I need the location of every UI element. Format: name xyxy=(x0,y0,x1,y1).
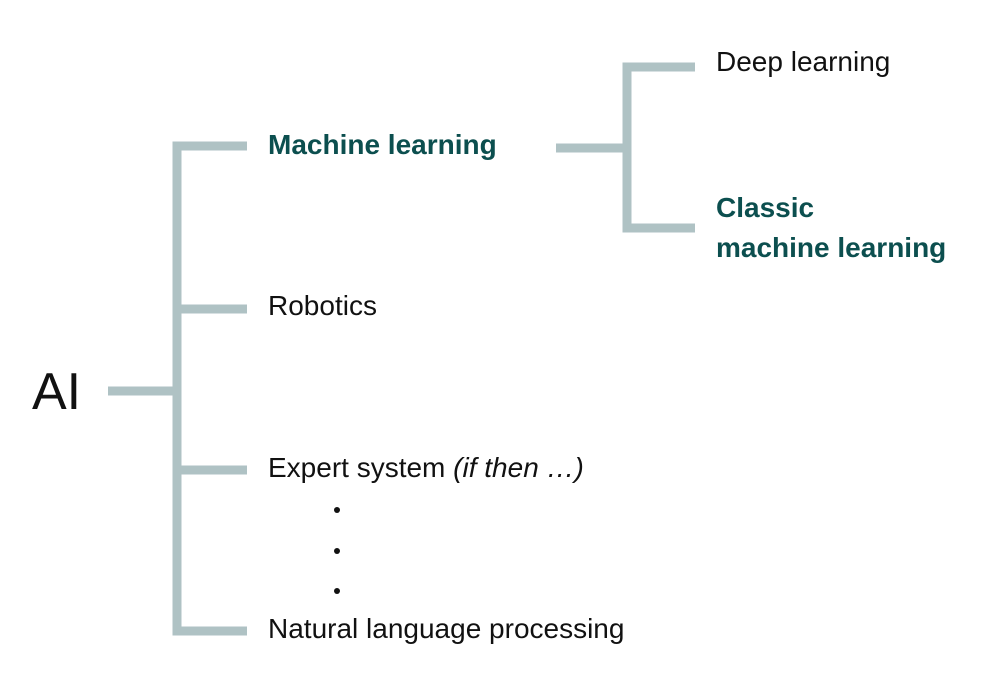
expert-system-note: (if then …) xyxy=(453,452,584,483)
expert-system-label: Expert system xyxy=(268,452,454,483)
root-node-ai: AI xyxy=(32,363,82,421)
ellipsis-dot xyxy=(334,548,340,554)
ellipsis-dot xyxy=(334,588,340,594)
node-expert-system: Expert system (if then …) xyxy=(268,451,584,485)
node-robotics: Robotics xyxy=(268,290,377,321)
node-classic-ml-line1: Classic xyxy=(716,192,815,223)
node-natural-language-processing: Natural language processing xyxy=(268,613,625,644)
node-deep-learning: Deep learning xyxy=(716,46,891,77)
ellipsis-dot xyxy=(334,507,340,513)
node-machine-learning: Machine learning xyxy=(268,129,497,160)
node-classic-ml-line2: machine learning xyxy=(716,232,947,263)
